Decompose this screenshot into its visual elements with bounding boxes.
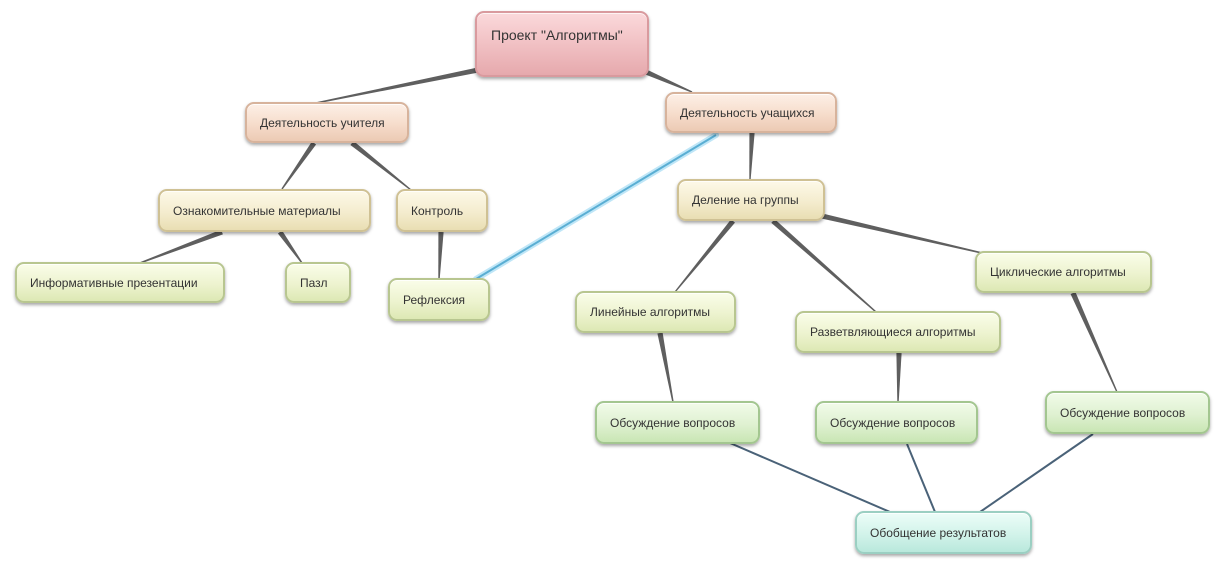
node-label: Циклические алгоритмы (990, 265, 1126, 279)
node-project-algorithms[interactable]: Проект "Алгоритмы" (475, 11, 649, 77)
node-label: Обобщение результатов (870, 525, 1007, 540)
connector-groups-linear (674, 219, 735, 293)
node-label: Деятельность учителя (260, 115, 385, 130)
connector-discuss2-summary (906, 443, 936, 513)
node-discuss-questions-branching[interactable]: Обсуждение вопросов (815, 401, 978, 444)
connector-students-groups (749, 132, 755, 179)
node-puzzle[interactable]: Пазл (285, 262, 351, 303)
node-label: Деление на группы (692, 193, 799, 207)
node-group-division[interactable]: Деление на группы (677, 179, 825, 221)
connector-teacher-control (350, 141, 412, 191)
node-discuss-questions-linear[interactable]: Обсуждение вопросов (595, 401, 760, 444)
node-teacher-activity[interactable]: Деятельность учителя (245, 102, 409, 143)
connector-root-teacher (315, 67, 479, 104)
node-control[interactable]: Контроль (396, 189, 488, 232)
connector-groups-branching (771, 219, 877, 313)
node-discuss-questions-cyclic[interactable]: Обсуждение вопросов (1045, 391, 1210, 434)
node-label: Ознакомительные материалы (173, 203, 341, 218)
connector-discuss3-summary (979, 433, 1094, 513)
node-branching-algorithms[interactable]: Разветвляющиеся алгоритмы (795, 311, 1001, 353)
node-reflection[interactable]: Рефлексия (388, 278, 490, 321)
node-label: Деятельность учащихся (680, 105, 815, 120)
node-cyclic-algorithms[interactable]: Циклические алгоритмы (975, 251, 1152, 293)
connector-discuss1-summary (729, 442, 891, 513)
node-student-activity[interactable]: Деятельность учащихся (665, 92, 837, 133)
node-label: Пазл (300, 275, 328, 290)
connector-intro-presentations (139, 229, 223, 264)
node-label: Проект "Алгоритмы" (491, 27, 623, 43)
node-label: Рефлексия (403, 292, 466, 307)
node-label: Обсуждение вопросов (1060, 405, 1186, 420)
node-label: Обсуждение вопросов (830, 415, 956, 430)
connector-students-reflection[interactable] (475, 134, 717, 280)
connector-branching-discuss2 (896, 352, 902, 402)
connector-teacher-intro (281, 141, 317, 190)
connector-root-students (645, 69, 693, 93)
node-label: Обсуждение вопросов (610, 415, 736, 430)
node-results-summary[interactable]: Обобщение результатов (855, 511, 1032, 554)
connector-groups-cyclic (821, 213, 983, 254)
node-informative-presentations[interactable]: Информативные презентации (15, 262, 225, 303)
node-linear-algorithms[interactable]: Линейные алгоритмы (575, 291, 736, 333)
node-label: Контроль (411, 203, 464, 218)
node-label: Информативные презентации (30, 275, 198, 290)
connector-intro-puzzle (277, 230, 303, 264)
node-label: Разветвляющиеся алгоритмы (810, 325, 976, 339)
connector-control-reflection (438, 231, 444, 279)
node-label: Линейные алгоритмы (590, 305, 711, 319)
node-intro-materials[interactable]: Ознакомительные материалы (158, 189, 371, 232)
connector-linear-discuss1 (657, 332, 674, 403)
connector-cyclic-discuss3 (1070, 291, 1118, 393)
